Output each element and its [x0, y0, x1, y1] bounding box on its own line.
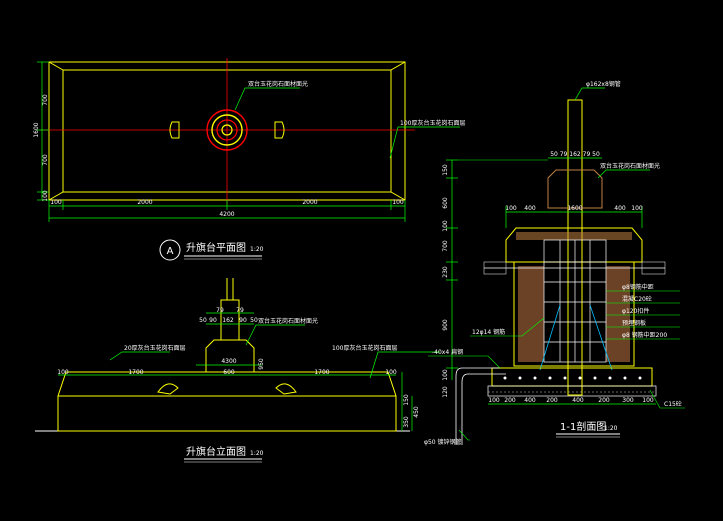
sec-note-bar: 12φ14 钢筋 [472, 328, 505, 336]
elev-dim-mid-5: 100 [385, 369, 397, 376]
sec-note-bottom-right: C15砼 [664, 400, 682, 408]
plan-note-center: 双台玉花岗石面材面光 [248, 80, 308, 88]
sec-dim-left-6: 900 [442, 319, 449, 331]
sec-dim-row-5: 100 [631, 205, 643, 212]
plan-dim-left-total: 1600 [33, 122, 40, 137]
sec-dim-left-2: 600 [442, 197, 449, 209]
sec-dim-bottom-6: 200 [598, 397, 610, 404]
elev-dim-mid-3: 600 [223, 369, 235, 376]
elev-dim-top2-3: 162 [222, 317, 234, 324]
sec-dim-bottom-8: 100 [642, 397, 654, 404]
elevation-slab [57, 371, 397, 432]
elev-dim-top2-5: 50 [250, 317, 258, 324]
sec-note-right-4: 预埋钢板 [622, 319, 646, 327]
sec-dim-bottom-7: 300 [622, 397, 634, 404]
sec-dim-row-2: 400 [524, 205, 536, 212]
elevation-title: 升旗台立面图 [186, 445, 246, 458]
rebar-grid [543, 239, 607, 363]
elev-dim-right-2: 450 [413, 406, 420, 418]
elev-dim-total: 4300 [221, 358, 236, 365]
plan-dim-left-1: 700 [42, 94, 49, 106]
sec-dim-bottom-2: 200 [504, 397, 516, 404]
plan-dim-left-3: 100 [42, 190, 49, 202]
sec-dim-left-8: 120 [442, 386, 449, 398]
elevation-view: 79 79 50 90 162 90 50 4300 100 1700 600 … [35, 278, 440, 463]
sec-note-right-2: 混凝C20砼 [622, 295, 652, 303]
sec-dim-bottom-3: 400 [524, 397, 536, 404]
plan-dim-bottom-3: 2000 [302, 199, 317, 206]
flagpole-ring-inner [221, 124, 233, 136]
elev-dim-right-1: 150 [403, 394, 410, 406]
sec-notes-right: φ8钢筋中距 混凝C20砼 φ120扣件 预埋钢板 φ8 钢筋中距200 [606, 283, 680, 340]
section-base-concrete [487, 385, 657, 397]
elevation-scale: 1:20 [250, 450, 264, 457]
sec-top-dims: 50 79 162 79 50 [550, 151, 600, 158]
plan-light-left [169, 121, 180, 139]
sec-dim-row-3: 1600 [567, 205, 582, 212]
elev-dim-top-a: 79 [216, 307, 224, 314]
section-mark-letter: A [167, 246, 174, 257]
section-view: 150 600 100 700 230 900 100 120 50 79 16… [424, 80, 685, 446]
section-drain-pipe [455, 367, 506, 445]
plan-dim-left-2: 700 [42, 154, 49, 166]
plan-dim-bottom-4: 100 [392, 199, 404, 206]
sec-note-flat: -40x4 扁钢 [432, 348, 463, 356]
sec-dim-left-7: 100 [442, 369, 449, 381]
elev-dim-mid-1: 100 [57, 369, 69, 376]
elev-dim-mid-2: 1700 [128, 369, 143, 376]
elev-note-left: 20厚灰台玉花岗石面层 [124, 344, 186, 352]
section-title: 1-1剖面图 [560, 420, 606, 433]
sec-dim-left-4: 700 [442, 240, 449, 252]
elevation-light-left [157, 383, 179, 395]
plan-dim-bottom-1: 100 [50, 199, 62, 206]
elev-note-right: 100厚灰台玉花岗石面层 [332, 344, 397, 352]
plan-light-right [274, 121, 285, 139]
section-pedestal-top [547, 169, 603, 209]
sec-dim-left-3: 100 [442, 220, 449, 232]
sec-dim-bottom-4: 200 [546, 397, 558, 404]
sec-dim-bottom-1: 100 [488, 397, 500, 404]
sec-dim-left-1: 150 [442, 164, 449, 176]
elev-note-center: 双台玉花岗石面材面光 [258, 317, 318, 325]
elev-dim-mid-4: 1700 [314, 369, 329, 376]
elev-dim-top2-1: 50 [199, 317, 207, 324]
section-scale: 1:20 [604, 425, 618, 432]
elev-dim-top2-4: 90 [239, 317, 247, 324]
elev-dim-top-b: 79 [236, 307, 244, 314]
plan-view: 100 2000 2000 100 4200 700 700 100 1600 … [33, 58, 465, 261]
sec-dim-bottom-5: 400 [572, 397, 584, 404]
sec-note-top: 双台玉花岗石面材面光 [600, 162, 660, 170]
sec-pipe-label: φ162x8钢管 [586, 80, 621, 88]
sec-dim-row-1: 100 [505, 205, 517, 212]
elevation-light-right [275, 383, 297, 395]
elevation-pedestal [205, 339, 255, 373]
sec-note-right-3: φ120扣件 [622, 307, 649, 315]
sec-note-right-5: φ8 钢筋中距200 [622, 331, 667, 339]
elev-dim-vertical: 950 [258, 358, 265, 370]
plan-scale: 1:20 [250, 246, 264, 253]
rebar-dots [503, 376, 642, 380]
sec-dim-left-5: 230 [442, 266, 449, 278]
plan-note-right: 100厚灰台玉花岗石面层 [400, 119, 465, 127]
sec-dim-row-4: 400 [614, 205, 626, 212]
section-mark-circle [159, 239, 181, 261]
flagpole-ring-outer [206, 109, 248, 151]
sec-note-pipe: φ50 镀锌钢管 [424, 438, 462, 446]
elev-dim-right-side: 350 [403, 416, 410, 428]
sec-note-right-1: φ8钢筋中距 [622, 283, 654, 291]
plan-dim-bottom-2: 2000 [137, 199, 152, 206]
elev-dim-top2-2: 90 [209, 317, 217, 324]
plan-title: 升旗台平面图 [186, 241, 246, 254]
section-footing [491, 367, 653, 387]
plan-dim-total: 4200 [219, 211, 234, 218]
